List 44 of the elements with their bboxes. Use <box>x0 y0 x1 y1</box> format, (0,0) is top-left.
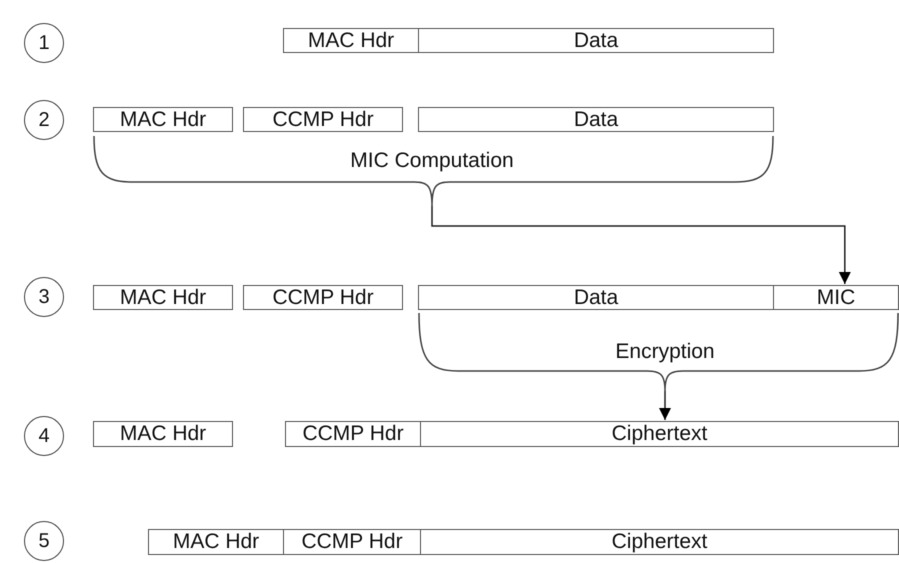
frame-field-box <box>283 529 421 555</box>
frame-field-box <box>148 529 284 555</box>
step-circle <box>24 416 64 456</box>
frame-field-box <box>418 107 774 132</box>
field-label: Ciphertext <box>612 530 708 554</box>
field-label: Ciphertext <box>612 422 708 446</box>
step-number: 1 <box>38 32 50 54</box>
step-number: 4 <box>38 424 50 448</box>
frame-field-box <box>420 421 899 447</box>
field-label: Data <box>574 286 618 310</box>
step-circle <box>24 23 64 63</box>
field-label: Data <box>574 108 618 132</box>
frame-field-box <box>243 107 403 132</box>
step-circle <box>24 277 64 317</box>
brace-label: MIC Computation <box>350 150 514 171</box>
brace-label: Encryption <box>615 341 715 362</box>
step-circle <box>24 521 64 561</box>
frame-field-box <box>418 28 774 53</box>
frame-field-box <box>420 529 899 555</box>
step-number: 5 <box>38 530 50 552</box>
frame-field-box <box>285 421 421 447</box>
field-label: CCMP Hdr <box>301 530 403 554</box>
frame-field-box <box>93 285 233 310</box>
step-number: 3 <box>38 286 50 308</box>
field-label: Data <box>574 28 618 52</box>
field-label: CCMP Hdr <box>272 286 374 310</box>
step-number: 2 <box>38 108 50 132</box>
field-label: MAC Hdr <box>308 28 394 52</box>
field-label: MAC Hdr <box>172 530 260 554</box>
arrow <box>659 391 671 420</box>
field-label: MAC Hdr <box>120 108 206 132</box>
field-label: MIC <box>816 286 856 310</box>
frame-field-box <box>773 285 899 310</box>
frame-field-box <box>283 28 419 53</box>
field-label: MAC Hdr <box>120 286 206 310</box>
step-circle <box>24 100 64 140</box>
field-label: MAC Hdr <box>120 422 206 446</box>
frame-field-box <box>93 107 233 132</box>
arrow <box>431 206 851 284</box>
frame-field-box <box>418 285 774 310</box>
field-label: CCMP Hdr <box>272 108 374 132</box>
frame-field-box <box>243 285 403 310</box>
frame-field-box <box>93 421 233 447</box>
field-label: CCMP Hdr <box>302 422 404 446</box>
